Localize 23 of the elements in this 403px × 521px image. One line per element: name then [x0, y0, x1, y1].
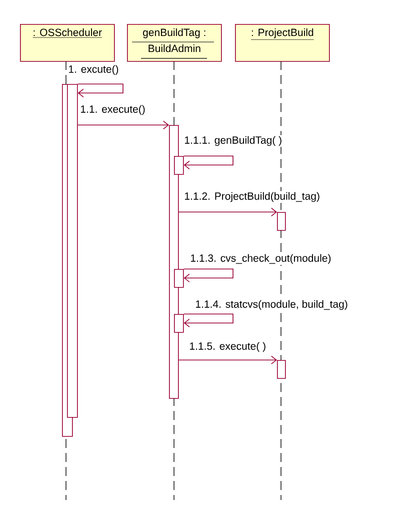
- message-label: 1.1.3. cvs_check_out(module): [189, 253, 332, 265]
- message-arrow: [183, 314, 234, 328]
- message-label: 1. excute(): [67, 64, 120, 76]
- message-arrow: [77, 120, 169, 130]
- message-label: 1.1. execute(): [79, 104, 146, 116]
- activation-bar: [174, 156, 184, 175]
- message-arrow: [183, 268, 234, 282]
- message-label: 1.1.2. ProjectBuild(build_tag): [183, 191, 321, 203]
- message-label: 1.1.1. genBuildTag( ): [183, 135, 284, 147]
- object-box: : ProjectBuild: [235, 24, 330, 62]
- activation-bar: [174, 269, 184, 288]
- activation-bar: [174, 314, 184, 333]
- message-arrow: [77, 84, 124, 98]
- activation-bar: [277, 212, 286, 231]
- message-arrow: [178, 356, 277, 364]
- object-box: genBuildTag : BuildAdmin: [127, 24, 222, 62]
- message-label: 1.1.5. execute( ): [188, 341, 268, 353]
- message-label: 1.1.4. statcvs(module, build_tag): [194, 299, 349, 311]
- activation-bar: [277, 360, 286, 379]
- message-arrow: [178, 208, 277, 216]
- object-box: : OSScheduler: [20, 24, 115, 62]
- activation-bar: [67, 84, 78, 418]
- message-arrow: [183, 156, 234, 170]
